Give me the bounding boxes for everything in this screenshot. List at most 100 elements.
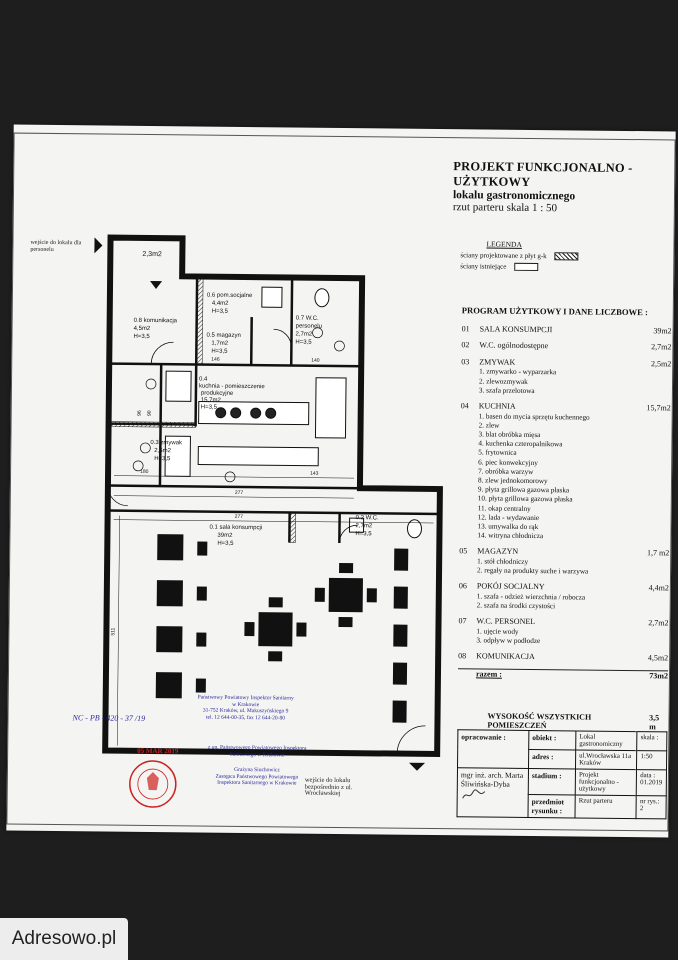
program-item-name: W.C. ogólnodostępne xyxy=(479,340,549,351)
height-value: 3,5 m xyxy=(649,713,660,732)
program-item-area: 15,7m2 xyxy=(646,403,671,413)
program-item-num: 02 xyxy=(461,340,470,350)
program-item-area: 2,7m2 xyxy=(651,342,672,352)
date-stamp: 05 MAR 2019 xyxy=(137,746,179,756)
program-item-area: 1,7 m2 xyxy=(646,548,670,558)
dim-label: 96 xyxy=(137,410,143,416)
program-subitem: 2. regały na produkty suche i warzywa xyxy=(477,566,589,576)
title-line1: PROJEKT FUNKCJONALNO - UŻYTKOWY xyxy=(453,159,633,189)
program-item-num: 01 xyxy=(461,323,470,333)
przedmiot-value: Rzut parteru xyxy=(575,794,637,819)
approval-stamp: z up. Państwowego Powiatowego Inspektora… xyxy=(207,744,307,758)
opracowanie-label: opracowanie : xyxy=(457,729,529,769)
author-cell: mgr inż. arch. Marta Śliwińska-Dyba xyxy=(456,767,529,818)
program-item-area: 4,4m2 xyxy=(648,583,669,593)
legend-swatch-gk xyxy=(554,252,579,261)
official-seal-icon xyxy=(129,760,177,808)
room-area-r08: 4,5m2 xyxy=(134,326,151,332)
program-item-num: 03 xyxy=(461,357,470,367)
room-height-r05: H=3,5 xyxy=(211,349,228,355)
sanitary-fixtures xyxy=(261,286,423,539)
room-label-r04: 0.4 xyxy=(199,377,208,383)
height-note: WYSOKOŚĆ WSZYSTKICH POMIESZCZEŃ 3,5 m xyxy=(487,712,667,732)
author-name: mgr inż. arch. Marta Śliwińska-Dyba xyxy=(460,770,524,789)
obiekt-label: obiekt : xyxy=(528,730,576,750)
dim-label: 277 xyxy=(235,490,244,496)
title-block: PROJEKT FUNKCJONALNO - UŻYTKOWY lokalu g… xyxy=(453,159,674,215)
room-label-r01: 0.1 sala konsumpcji xyxy=(209,525,262,532)
adres-label: adres : xyxy=(528,749,576,769)
room-area-r07: 2,7m2 xyxy=(296,332,313,338)
obiekt-value: Lokal gastronomiczny xyxy=(575,730,638,751)
gk-wall xyxy=(195,276,204,365)
program-item: 01 SALA KONSUMPCJI 39m2 xyxy=(462,324,672,337)
room-label-r03: 0.3 zmywak xyxy=(150,440,183,446)
data-cell: data :01.2019 xyxy=(636,769,667,796)
legend-item: ściany projektowane z płyt g-k xyxy=(460,251,660,261)
outer-walls xyxy=(102,234,443,758)
program-item-name: SALA KONSUMPCJI xyxy=(479,324,553,334)
dim-label: 511 xyxy=(110,627,116,635)
document-sheet: PROJEKT FUNKCJONALNO - UŻYTKOWY lokalu g… xyxy=(6,124,676,838)
program-subitem: 3. odpływ w podłodze xyxy=(476,636,541,646)
skala-value: 1:50 xyxy=(636,750,667,770)
program-item-area: 2,5m2 xyxy=(650,359,672,369)
program-subitem: 2. szafa na środki czystości xyxy=(476,601,556,611)
room-height-r02: H=3,5 xyxy=(355,531,372,537)
program-item-area: 2,7m2 xyxy=(648,618,669,628)
inner-walls xyxy=(107,276,440,543)
program-item: 02 W.C. ogólnodostępne 2,7m2 xyxy=(461,340,671,353)
legend: LEGENDA ściany projektowane z płyt g-k ś… xyxy=(460,239,660,272)
room-height-r07: H=3,5 xyxy=(295,340,312,346)
plan-labels: 2,3m2 0.6 pom.socjalne 4,4m2 H=3,5 0.7 W… xyxy=(133,251,379,547)
total-label: razem : xyxy=(475,669,503,679)
program-item-area: 39m2 xyxy=(653,325,672,336)
legend-heading: LEGENDA xyxy=(486,239,522,249)
room-height-r04: H=3,5 xyxy=(201,405,218,411)
height-label: WYSOKOŚĆ WSZYSTKICH POMIESZCZEŃ xyxy=(487,711,592,731)
dim-label: 143 xyxy=(310,471,319,477)
room-label-r07: 0.7 W.C. xyxy=(296,316,319,322)
room-height-r08: H=3,5 xyxy=(133,334,150,340)
room-area-r04: 15,7m2 xyxy=(201,398,222,404)
room-label-r08: 0.8 komunikacja xyxy=(134,318,178,324)
room-label-r02: 0.2 W.C. xyxy=(356,515,379,521)
title-line3: rzut parteru skala 1 : 50 xyxy=(452,201,558,215)
room-sub-r04b: produkcyjne xyxy=(201,391,234,397)
door-swings xyxy=(107,328,426,754)
nr-value: nr rys.: 2 xyxy=(636,795,667,819)
watermark-logo: Adresowo.pl xyxy=(0,918,128,960)
room-label-r05: 0.5 magazyn xyxy=(206,333,240,339)
entrance-arrow-icon xyxy=(94,237,426,771)
program-item-num: 05 xyxy=(459,546,468,556)
dim-label: 277 xyxy=(235,514,244,520)
legend-swatch-existing xyxy=(514,262,539,272)
program-subitem: 14. witryna chłodnicza xyxy=(477,531,544,541)
program-item-num: 06 xyxy=(458,581,467,591)
program-item-num: 07 xyxy=(458,616,467,626)
adres-value: ul.Wrocławska 11a Kraków xyxy=(575,749,638,770)
program-heading: PROGRAM UŻYTKOWY I DANE LICZBOWE : xyxy=(461,305,648,318)
outer-area-label: 2,3m2 xyxy=(142,251,162,258)
signature-icon xyxy=(462,789,486,799)
gk-wall xyxy=(108,421,196,428)
dim-label: 90 xyxy=(147,410,153,416)
program-item-name: KOMUNIKACJA xyxy=(476,651,535,662)
przedmiot-label: przedmiot rysunku : xyxy=(527,794,576,818)
program-list: PROGRAM UŻYTKOWY I DANE LICZBOWE : 01 SA… xyxy=(457,305,672,683)
program-item-num: 08 xyxy=(458,651,467,661)
room-height-r01: H=3,5 xyxy=(217,541,234,547)
program-item-num: 04 xyxy=(460,401,469,411)
handwritten-ref: NC - PB - 420 - 37 /19 xyxy=(72,713,146,723)
room-area-r01: 39m2 xyxy=(217,533,233,539)
dim-label: 146 xyxy=(211,357,220,363)
room-label-r06: 0.6 pom.socjalne xyxy=(207,293,253,299)
room-sub-r04: kuchnia - pomieszczenie xyxy=(199,384,265,391)
legend-label: ściany projektowane z płyt g-k xyxy=(460,251,547,261)
room-area-r06: 4,4m2 xyxy=(212,301,229,307)
dim-label: 180 xyxy=(140,469,149,475)
program-item-area: 4,5m2 xyxy=(647,653,669,663)
room-area-r02: 2,7m2 xyxy=(355,523,372,529)
room-sub-r07: personelu xyxy=(296,324,322,330)
